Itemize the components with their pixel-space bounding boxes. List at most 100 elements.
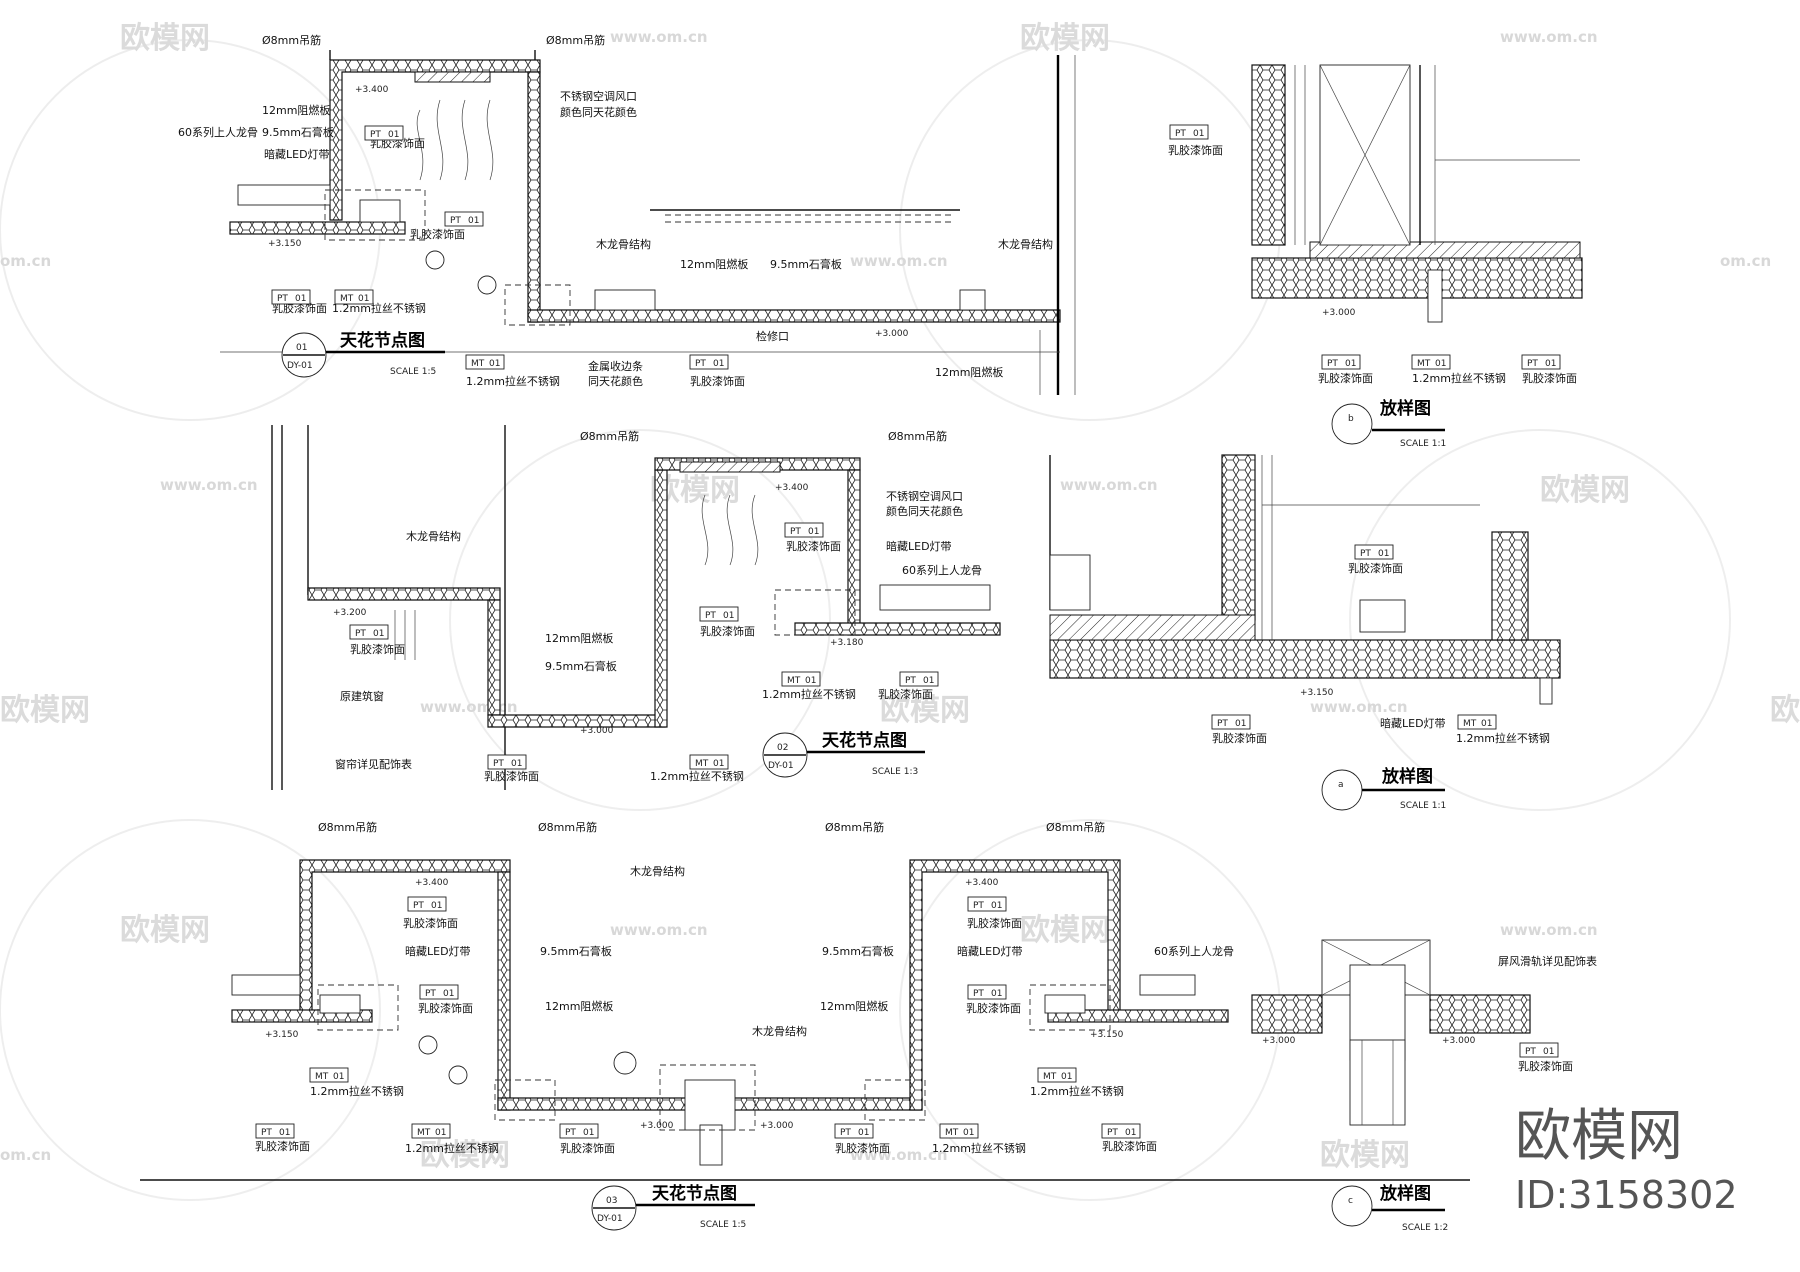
label-gypsum: 9.5mm石膏板 [262, 125, 334, 139]
elevation-mark: +3.180 [830, 638, 864, 648]
svg-text:MT: MT [787, 676, 801, 686]
callout-bubble-a [425, 250, 445, 270]
svg-text:PT: PT [1217, 719, 1228, 729]
watermark-url: www.om.cn [160, 476, 258, 494]
svg-text:01: 01 [1378, 549, 1389, 559]
label-latex: 乳胶漆饰面 [878, 687, 933, 701]
svg-text:a: a [1338, 780, 1344, 790]
label-fireboard: 12mm阻燃板 [262, 103, 330, 117]
svg-text:01: 01 [296, 343, 307, 353]
svg-text:01: 01 [373, 629, 384, 639]
watermark-url: www.om.cn [610, 28, 708, 46]
material-tag: PT 01 [967, 896, 1007, 912]
svg-text:01: 01 [431, 901, 442, 911]
label-building: 原建筑窗 [340, 689, 384, 703]
svg-text:DY-01: DY-01 [597, 1214, 623, 1224]
detail-title-text: 天花节点图 [822, 730, 907, 751]
detail-scale: SCALE 1:3 [872, 767, 918, 777]
corner-brand: 欧模网 ID:3158302 [1515, 1104, 1738, 1217]
label-gypsum: 9.5mm石膏板 [822, 944, 894, 958]
material-tag: MT 01 [309, 1067, 349, 1083]
svg-text:01: 01 [1125, 1128, 1136, 1138]
label-rebar: Ø8mm吊筋 [1046, 820, 1105, 834]
label-vent-color: 颜色同天花颜色 [560, 105, 637, 119]
detail-title-text: 放样图 [1379, 398, 1431, 419]
label-latex: 乳胶漆饰面 [1522, 371, 1577, 385]
elevation-mark: +3.000 [1442, 1036, 1476, 1046]
label-rebar: Ø8mm吊筋 [580, 429, 639, 443]
material-tag: PT 01 [1101, 1123, 1141, 1139]
label-latex: 乳胶漆饰面 [418, 1001, 473, 1015]
watermark-brand: 欧模网 [880, 693, 970, 728]
svg-text:PT: PT [1360, 549, 1371, 559]
label-latex: 乳胶漆饰面 [967, 916, 1022, 930]
svg-text:01: 01 [1193, 129, 1204, 139]
detail-scale: SCALE 1:5 [700, 1220, 746, 1230]
label-gypsum: 9.5mm石膏板 [545, 659, 617, 673]
detail-scale: SCALE 1:1 [1400, 801, 1446, 811]
label-latex: 乳胶漆饰面 [835, 1141, 890, 1155]
elevation-mark: +3.400 [415, 878, 449, 888]
svg-text:DY-01: DY-01 [287, 361, 313, 371]
detail-title-b: b 放样图 SCALE 1:1 [1331, 398, 1446, 449]
elevation-mark: +3.150 [1090, 1030, 1124, 1040]
svg-text:01: 01 [1345, 359, 1356, 369]
detail-title-03: 03 DY-01 天花节点图 SCALE 1:5 [591, 1183, 755, 1231]
watermark-url: om.cn [0, 252, 51, 270]
svg-text:01: 01 [489, 359, 500, 369]
material-tag: PT 01 [834, 1123, 874, 1139]
detail-b: 乳胶漆饰面 乳胶漆饰面 1.2mm拉丝不锈钢 乳胶漆饰面 +3.000 PT 0… [1168, 64, 1583, 449]
watermark-url: www.om.cn [850, 252, 948, 270]
svg-text:01: 01 [858, 1128, 869, 1138]
svg-text:01: 01 [991, 989, 1002, 999]
svg-text:01: 01 [808, 527, 819, 537]
svg-text:01: 01 [1235, 719, 1246, 729]
svg-text:01: 01 [295, 294, 306, 304]
watermark-url: www.om.cn [1060, 476, 1158, 494]
detail-title-text: 天花节点图 [340, 330, 425, 351]
callout-bubble-a [418, 1035, 438, 1055]
material-tag: PT 01 [349, 624, 389, 640]
material-tag: PT 01 [1321, 354, 1361, 370]
label-metal-trim: 金属收边条 [588, 359, 643, 373]
svg-text:01: 01 [1061, 1072, 1072, 1082]
svg-text:MT: MT [945, 1128, 959, 1138]
label-steel: 1.2mm拉丝不锈钢 [1456, 731, 1550, 745]
detail-c: 屏风滑轨详见配饰表 乳胶漆饰面 +3.000 +3.000 PT 01 c 放样… [1251, 939, 1597, 1233]
elevation-mark: +3.150 [265, 1030, 299, 1040]
detail-title-c: c 放样图 SCALE 1:2 [1331, 1183, 1448, 1233]
svg-text:PT: PT [261, 1128, 272, 1138]
material-tag: MT 01 [465, 354, 505, 370]
watermark-brand: 欧模网 [1320, 1138, 1410, 1173]
detail-title-text: 放样图 [1379, 1183, 1431, 1204]
watermark-ring [0, 39, 1731, 1201]
label-latex: 乳胶漆饰面 [1348, 561, 1403, 575]
label-latex: 乳胶漆饰面 [350, 642, 405, 656]
label-led: 暗藏LED灯带 [264, 147, 330, 161]
label-rebar: Ø8mm吊筋 [262, 33, 321, 47]
label-steel: 1.2mm拉丝不锈钢 [466, 374, 560, 388]
material-tag: PT 01 [364, 125, 404, 141]
material-tag: MT 01 [939, 1123, 979, 1139]
label-fireboard: 12mm阻燃板 [545, 999, 613, 1013]
svg-text:PT: PT [840, 1128, 851, 1138]
elevation-mark: +3.400 [355, 85, 389, 95]
label-latex: 乳胶漆饰面 [786, 539, 841, 553]
label-latex: 乳胶漆饰面 [1168, 143, 1223, 157]
watermark-url: www.om.cn [1500, 921, 1598, 939]
watermark-brand: 欧模网 [0, 693, 90, 728]
label-screen: 屏风滑轨详见配饰表 [1498, 954, 1597, 968]
detail-scale: SCALE 1:2 [1402, 1223, 1448, 1233]
svg-text:PT: PT [425, 989, 436, 999]
svg-text:PT: PT [413, 901, 424, 911]
label-led: 暗藏LED灯带 [886, 539, 952, 553]
watermark-brand: 欧模网 [1020, 21, 1110, 56]
material-tag: MT 01 [334, 289, 374, 305]
svg-text:01: 01 [511, 759, 522, 769]
label-led: 暗藏LED灯带 [957, 944, 1023, 958]
corner-brand-id: ID:3158302 [1515, 1173, 1738, 1217]
svg-text:01: 01 [963, 1128, 974, 1138]
svg-text:01: 01 [713, 359, 724, 369]
label-steel: 1.2mm拉丝不锈钢 [1412, 371, 1506, 385]
